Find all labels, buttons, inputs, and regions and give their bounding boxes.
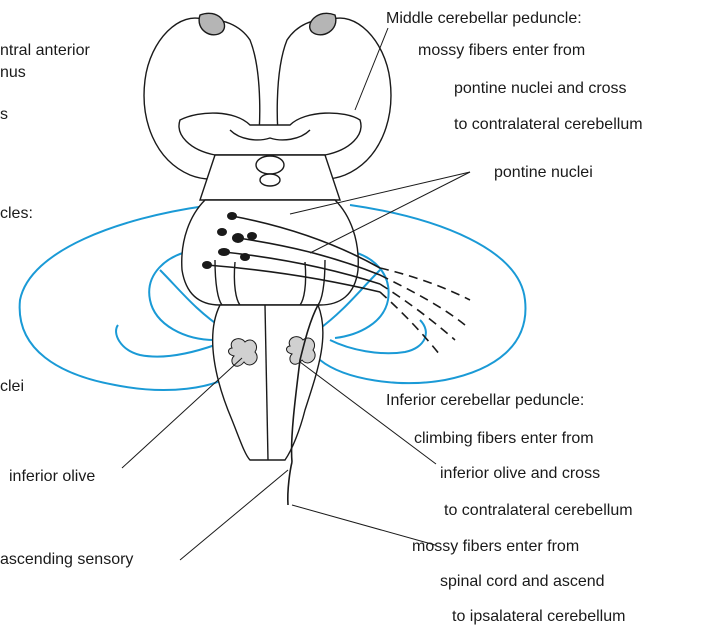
label-mcp-line3: to contralateral cerebellum <box>454 116 643 134</box>
left-flocculus <box>116 325 215 357</box>
label-cut-s: s <box>0 106 8 124</box>
medulla <box>213 305 323 460</box>
label-icp-line5: spinal cord and ascend <box>440 573 605 591</box>
label-icp-line6: to ipsalateral cerebellum <box>452 608 625 626</box>
label-mcp-title: Middle cerebellar peduncle: <box>386 10 582 28</box>
label-icp-line2: inferior olive and cross <box>440 465 600 483</box>
pons <box>182 200 359 305</box>
label-cut-nuclei: clei <box>0 378 24 396</box>
label-cut-ventral-anterior: ntral anterior <box>0 42 90 60</box>
label-icp-line3: to contralateral cerebellum <box>444 502 633 520</box>
label-mcp-line1: mossy fibers enter from <box>418 42 585 60</box>
label-pontine-nuclei: pontine nuclei <box>494 164 593 182</box>
label-mcp-line2: pontine nuclei and cross <box>454 80 627 98</box>
label-icp-title: Inferior cerebellar peduncle: <box>386 392 584 410</box>
label-cut-thalamus: nus <box>0 64 26 82</box>
label-cut-peduncles: cles: <box>0 205 33 223</box>
label-icp-line1: climbing fibers enter from <box>414 430 594 448</box>
label-inferior-olive: inferior olive <box>9 468 95 486</box>
label-ascending-sensory: ascending sensory <box>0 551 133 569</box>
label-icp-line4: mossy fibers enter from <box>412 538 579 556</box>
